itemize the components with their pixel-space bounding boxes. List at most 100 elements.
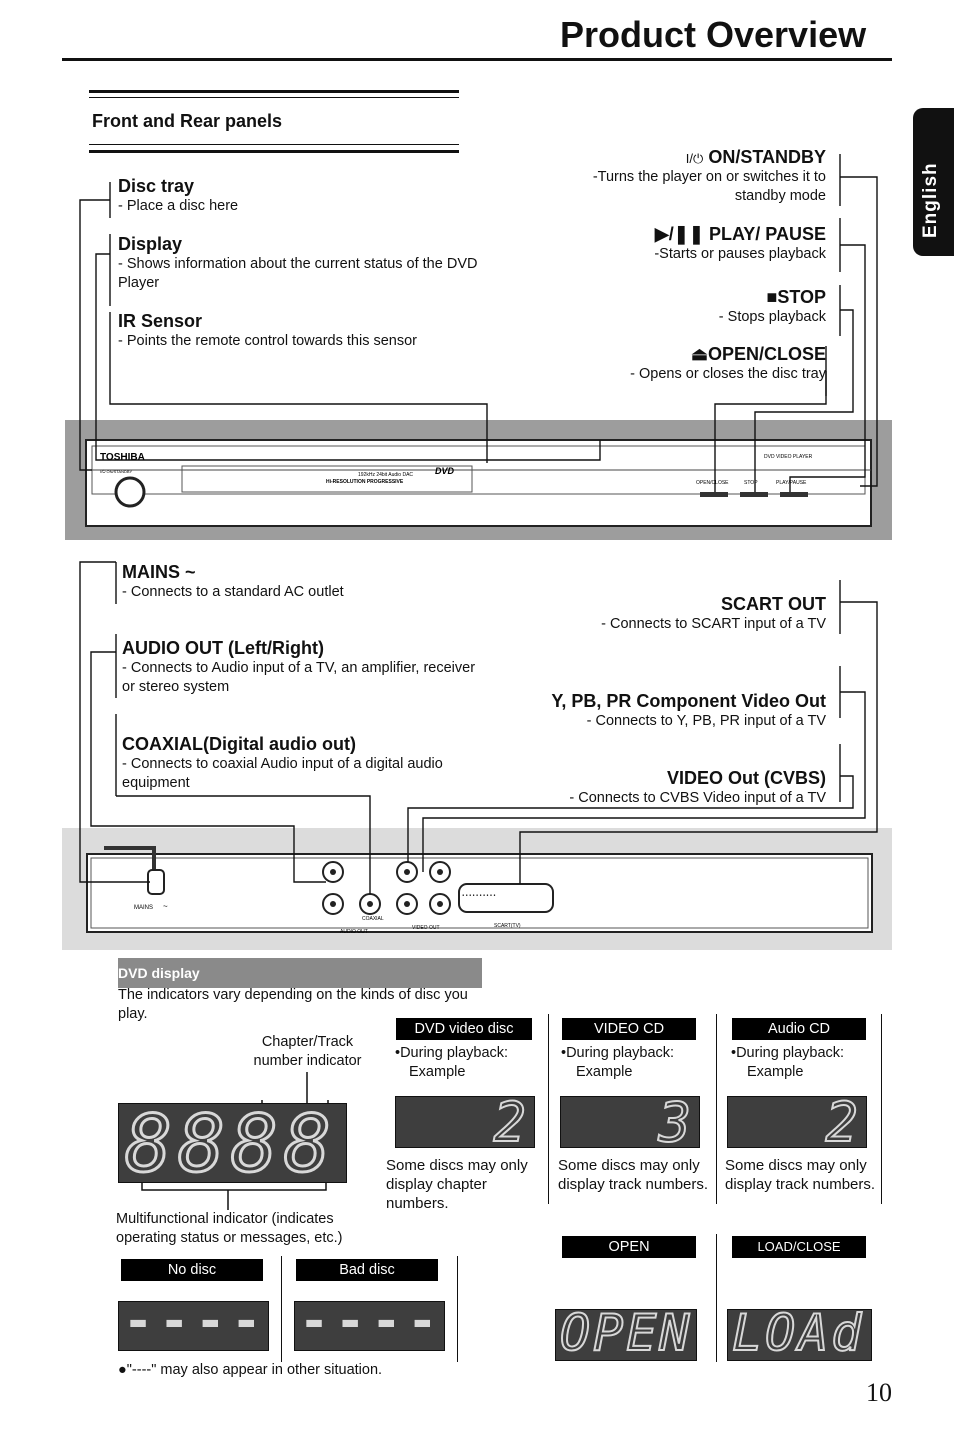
play-pause-button [780,492,808,497]
open-close-button [700,492,728,497]
state-label-open: OPEN [562,1236,696,1258]
coaxial-text: COAXIAL [362,916,384,922]
callout-video-out: VIDEO Out (CVBS) - Connects to CVBS Vide… [500,768,826,808]
callout-display: Display - Shows information about the cu… [118,234,478,293]
callout-label: MAINS ~ [122,562,196,582]
callout-stop: ■STOP - Stops playback [540,287,826,327]
disc-line1: •During playback: [395,1045,509,1061]
scart-text: SCART(TV) [494,923,521,929]
svg-text:ꞏꞏꞏꞏꞏꞏꞏꞏꞏꞏ: ꞏꞏꞏꞏꞏꞏꞏꞏꞏꞏ [462,891,497,900]
callout-mains: MAINS ~ - Connects to a standard AC outl… [122,562,482,602]
chapter-track-label: Chapter/Track number indicator [253,1034,362,1069]
dvd-logo: DVD [435,466,455,476]
callout-label: OPEN/CLOSE [707,344,826,364]
disc-note: Some discs may only display track number… [558,1157,709,1193]
callout-desc: -Turns the player on or switches it to s… [592,169,826,204]
section-rule-bottom-thin [89,144,459,145]
video-out-text: VIDEO OUT [412,925,440,931]
callout-desc: - Connects to CVBS Video input of a TV [569,790,826,806]
disc-line2: Example [409,1064,466,1080]
state-label-bad-disc: Bad disc [296,1259,438,1281]
stop-icon: ■ [766,287,778,307]
front-panel-body [85,439,872,527]
divider [457,1256,458,1362]
callout-desc: - Connects to SCART input of a TV [601,616,826,632]
dvd-display-intro: The indicators vary depending on the kin… [118,987,468,1022]
callout-disc-tray: Disc tray - Place a disc here [118,176,478,216]
callout-open-close: ⏏OPEN/CLOSE - Opens or closes the disc t… [540,344,826,384]
callout-desc: - Shows information about the current st… [118,256,478,291]
disc-lcd-digit: 3 [657,1090,691,1155]
callout-desc: - Stops playback [718,309,826,325]
disc-lcd: 3 [560,1090,700,1155]
callout-desc: - Connects to a standard AC outlet [122,584,344,600]
language-tab: English [913,108,954,256]
state-lcd-bad-disc: ---- [294,1301,445,1351]
display-window [181,465,473,493]
divider [716,1234,717,1362]
callout-desc: - Connects to Y, PB, PR input of a TV [586,713,826,729]
callout-label: AUDIO OUT (Left/Right) [122,638,324,658]
state-lcd-load: LOAd [727,1309,872,1361]
callout-desc: - Opens or closes the disc tray [630,366,826,382]
callout-scart-out: SCART OUT - Connects to SCART input of a… [500,594,826,634]
callout-label: Y, PB, PR Component Video Out [551,691,826,711]
section-rule-bottom [89,150,459,153]
callout-label: IR Sensor [118,311,203,331]
standby-text: I/⏻ ON/STANDBY [100,469,133,474]
power-knob [114,476,146,508]
disc-audio-cd: Audio CD •During playback: Example 2 Som… [724,1018,884,1194]
power-icon: I/⏻ [685,151,704,166]
callout-label: Disc tray [118,176,195,196]
disc-line2: Example [576,1064,633,1080]
mains-socket [147,869,165,895]
disc-dvd-video: DVD video disc •During playback: Example… [386,1018,546,1213]
disc-lcd-digit: 2 [492,1090,526,1155]
state-label-no-disc: No disc [121,1259,263,1281]
callout-audio-out: AUDIO OUT (Left/Right) - Connects to Aud… [122,638,482,697]
btn2-text: STOP [744,480,758,486]
disc-video-cd: VIDEO CD •During playback: Example 3 Som… [556,1018,716,1194]
audio-out-text: AUDIO OUT [340,929,368,935]
play-pause-icon: ▶/❚❚ [654,224,704,244]
state-label-load-close: LOAD/CLOSE [732,1236,866,1258]
footnote: ●"----" may also appear in other situati… [118,1362,383,1378]
scart-connector [458,883,554,913]
stop-button [740,492,768,497]
section-rule-top-thin [89,97,459,98]
callout-label: Display [118,234,183,254]
disc-line2: Example [747,1064,804,1080]
callout-label: SCART OUT [721,594,826,614]
callout-desc: - Place a disc here [118,198,239,214]
mains-text: MAINS [134,905,153,911]
disc-lcd-digit: 2 [824,1090,858,1155]
main-lcd-digits: 8888 [124,1099,337,1192]
disc-lcd: 2 [727,1090,867,1155]
callout-ir-sensor: IR Sensor - Points the remote control to… [118,311,478,351]
disc-label: Audio CD [732,1018,866,1040]
state-lcd-text: LOAd [731,1309,865,1361]
disc-label: VIDEO CD [562,1018,696,1040]
title-rule [62,58,892,61]
callout-on-standby: I/⏻ ON/STANDBY -Turns the player on or s… [540,147,826,206]
multifunctional-label: Multifunctional indicator (indicates ope… [116,1211,343,1246]
callout-label: STOP [777,287,826,307]
state-lcd-text: OPEN [559,1309,693,1361]
callout-label: VIDEO Out (CVBS) [666,768,826,788]
svg-text:~: ~ [163,902,168,911]
tagline1-text: 192kHz 24bit Audio DAC [358,472,413,478]
state-lcd-text: ---- [123,1301,268,1350]
divider [716,1014,717,1204]
eject-icon: ⏏ [690,344,708,364]
state-lcd-no-disc: ---- [118,1301,269,1351]
callout-play-pause: ▶/❚❚ PLAY/ PAUSE -Starts or pauses playb… [540,224,826,264]
section-title: Front and Rear panels [92,111,283,131]
callout-desc: - Connects to Audio input of a TV, an am… [122,660,476,695]
callout-desc: -Starts or pauses playback [654,246,826,262]
callout-desc: - Points the remote control towards this… [118,333,417,349]
section-rule-top [89,90,459,93]
page-title: Product Overview [560,14,867,55]
dvd-display-header-text: DVD display [118,965,200,981]
model-text: DVD VIDEO PLAYER [764,454,813,460]
brand-text: TOSHIBA [100,452,145,463]
